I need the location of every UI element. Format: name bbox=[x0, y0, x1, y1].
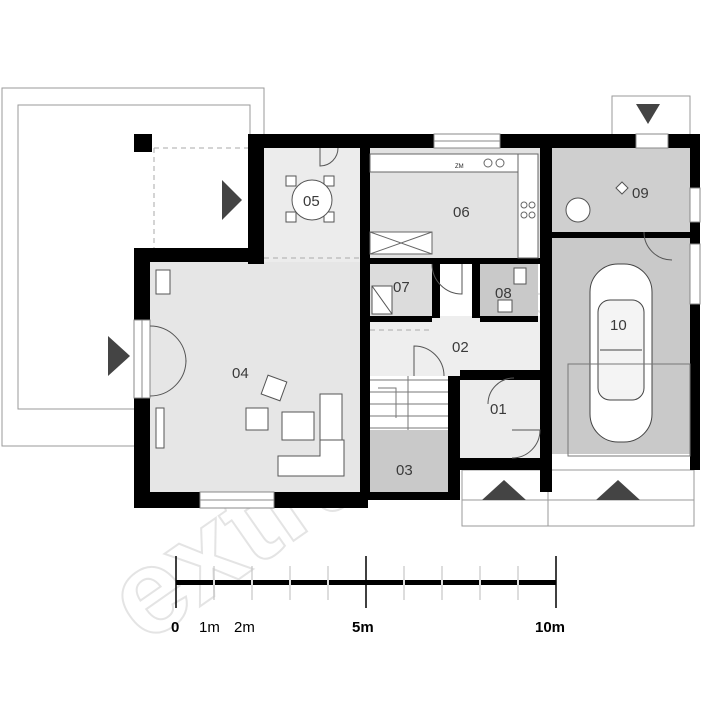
bathroom-fixtures bbox=[155, 267, 527, 315]
windows bbox=[133, 133, 701, 509]
living-furniture bbox=[155, 374, 345, 477]
scale-label-2m: 2m bbox=[234, 619, 255, 636]
room-label-09: 09 bbox=[632, 185, 649, 202]
room-label-02: 02 bbox=[452, 339, 469, 356]
scale-label-0: 0 bbox=[171, 619, 179, 636]
scale-label-10m: 10m bbox=[535, 619, 565, 636]
room-label-10: 10 bbox=[610, 317, 627, 334]
entrance-markers bbox=[108, 104, 660, 500]
dining-set bbox=[285, 175, 335, 223]
scale-label-5m: 5m bbox=[352, 619, 374, 636]
washing-machine-label: ZM bbox=[455, 164, 464, 170]
garage-door-line bbox=[567, 363, 691, 457]
kitchen-counters bbox=[369, 153, 539, 259]
room-label-01: 01 bbox=[490, 401, 507, 418]
room-label-06: 06 bbox=[453, 204, 470, 221]
room-label-07: 07 bbox=[393, 279, 410, 296]
room-03-lower bbox=[370, 430, 448, 492]
boiler-fixtures bbox=[565, 181, 629, 223]
arrow-entrance-up bbox=[482, 480, 526, 500]
room-label-03: 03 bbox=[396, 462, 413, 479]
staircase bbox=[370, 376, 448, 430]
room-label-05: 05 bbox=[303, 193, 320, 210]
arrow-boiler-down bbox=[636, 104, 660, 124]
arrow-living-right bbox=[108, 336, 130, 376]
room-02-area bbox=[362, 316, 540, 376]
room-01-area bbox=[460, 380, 540, 460]
car bbox=[589, 263, 653, 443]
terrace-dashed bbox=[153, 147, 430, 331]
room-labels: 05 06 07 08 02 04 01 03 09 10 bbox=[232, 185, 649, 479]
scale-label-1m: 1m bbox=[199, 619, 220, 636]
arrow-garage-up bbox=[596, 480, 640, 500]
room-label-08: 08 bbox=[495, 285, 512, 302]
doors bbox=[149, 147, 673, 459]
arrow-terrace-right bbox=[222, 180, 242, 220]
scale-bar: 0 1m 2m 5m 10m bbox=[171, 556, 565, 636]
room-label-04: 04 bbox=[232, 365, 249, 382]
